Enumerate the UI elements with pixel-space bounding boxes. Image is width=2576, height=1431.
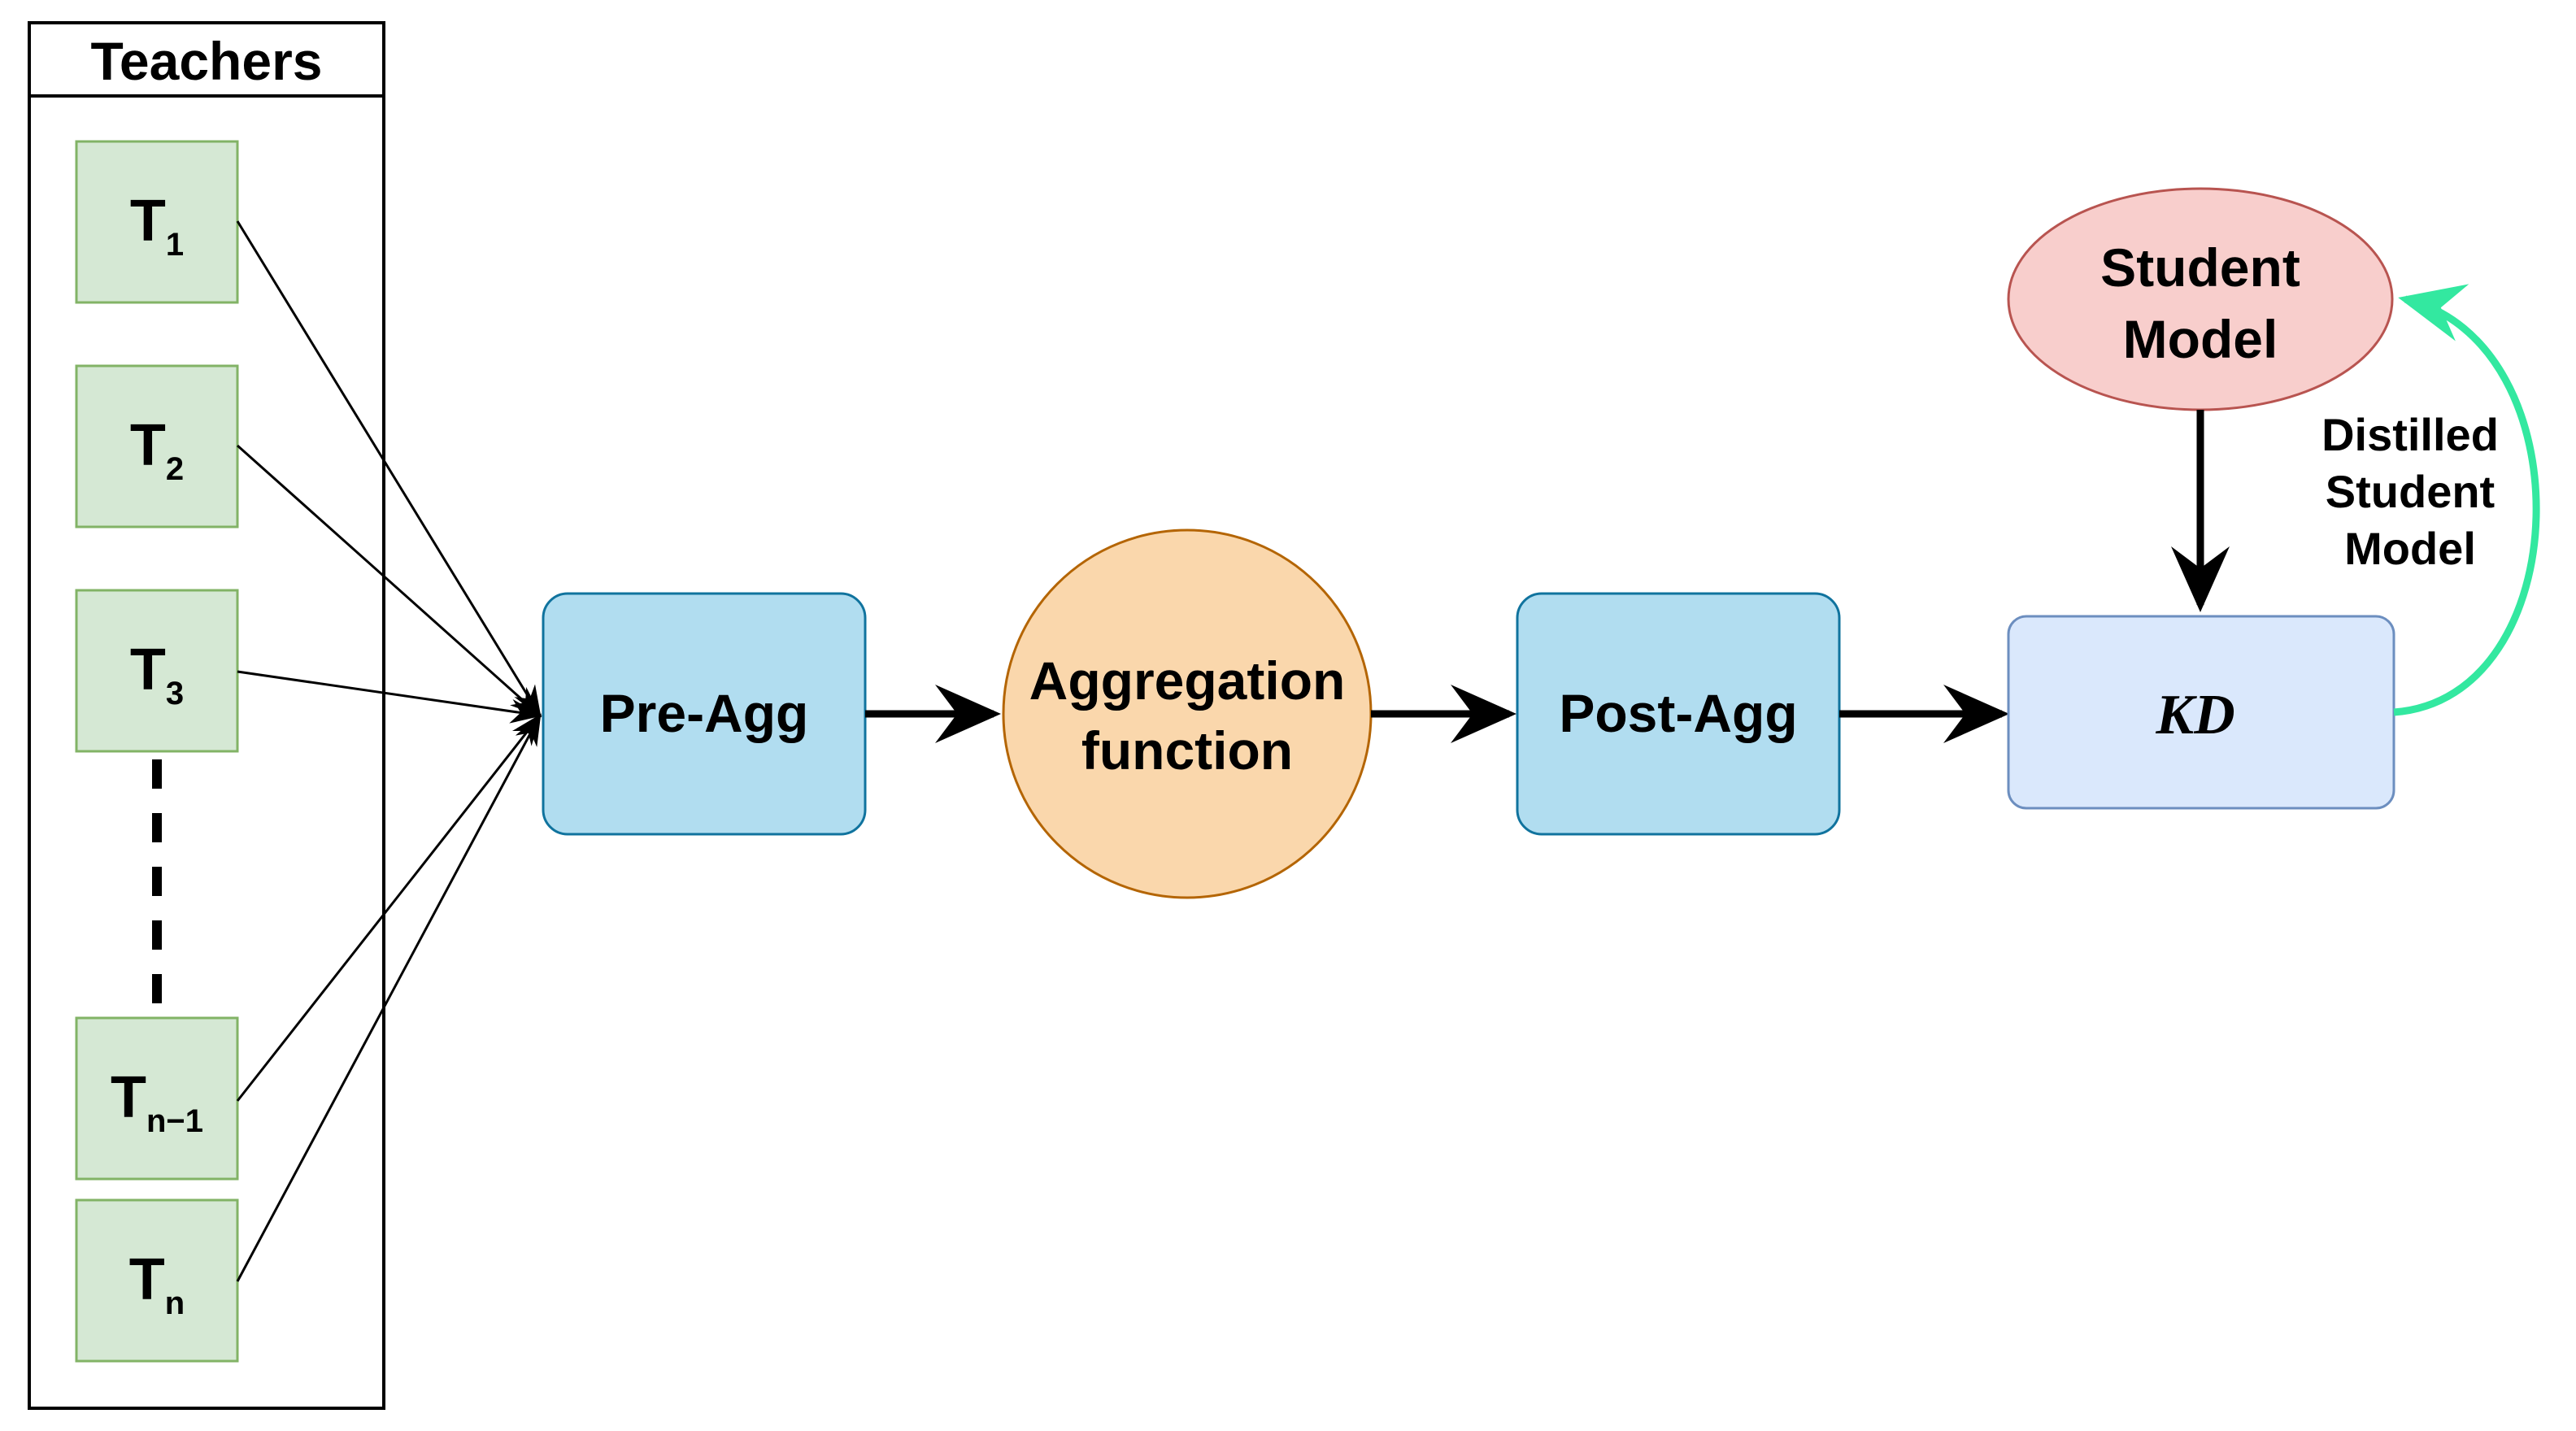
teacher-connectors — [236, 220, 542, 1282]
post-agg-label: Post-Agg — [1559, 683, 1797, 743]
feedback-label-line1: Distilled — [2321, 409, 2499, 460]
student-model-label-line2: Model — [2123, 309, 2278, 369]
teacher-3-subscript: 3 — [166, 676, 184, 711]
teachers-group: Teachers T1 T2 T3 Tn− — [28, 21, 385, 1410]
connector-t2 — [237, 444, 542, 717]
aggregation-function-node: Aggregation function — [1002, 528, 1373, 899]
student-model-node: Student Model — [2007, 187, 2394, 411]
feedback-label-line3: Model — [2344, 523, 2476, 574]
kd-node: KD — [2007, 615, 2395, 810]
connector-tn-minus-1 — [236, 713, 542, 1102]
svg-text:T3: T3 — [130, 637, 184, 711]
kd-label: KD — [2155, 684, 2234, 746]
teacher-1-subscript: 1 — [166, 227, 184, 263]
svg-text:Tn−1: Tn−1 — [111, 1065, 203, 1139]
svg-text:Tn: Tn — [129, 1247, 185, 1321]
aggregation-label-line1: Aggregation — [1029, 650, 1346, 711]
svg-text:T1: T1 — [130, 189, 184, 263]
feedback-label-line2: Student — [2326, 466, 2495, 517]
teacher-node-3: T3 — [75, 589, 239, 753]
teacher-node-n: Tn — [75, 1198, 239, 1363]
teacher-n-minus-1-label: T — [111, 1065, 146, 1130]
pre-agg-node: Pre-Agg — [542, 592, 867, 836]
teachers-title: Teachers — [91, 31, 323, 91]
teacher-node-n-minus-1: Tn−1 — [75, 1016, 239, 1181]
svg-text:T2: T2 — [130, 413, 184, 487]
teacher-3-label: T — [130, 637, 166, 702]
aggregation-label-line2: function — [1081, 720, 1293, 781]
post-agg-node: Post-Agg — [1516, 592, 1841, 836]
teacher-1-label: T — [130, 189, 166, 254]
teacher-node-1: T1 — [75, 140, 239, 304]
distilled-student-model-label: Distilled Student Model — [2321, 409, 2499, 574]
feedback-arrow — [2393, 284, 2540, 716]
teacher-2-subscript: 2 — [166, 451, 184, 487]
teacher-2-label: T — [130, 413, 166, 478]
teacher-n-label: T — [129, 1247, 165, 1312]
teacher-n-subscript: n — [165, 1285, 185, 1321]
connector-tn — [236, 713, 542, 1282]
student-model-label-line1: Student — [2100, 237, 2300, 298]
pre-agg-label: Pre-Agg — [600, 683, 809, 743]
connector-t3 — [237, 670, 542, 724]
teacher-n-minus-1-subscript: n−1 — [146, 1103, 203, 1139]
teacher-node-2: T2 — [75, 364, 239, 528]
connector-t1 — [236, 220, 542, 718]
